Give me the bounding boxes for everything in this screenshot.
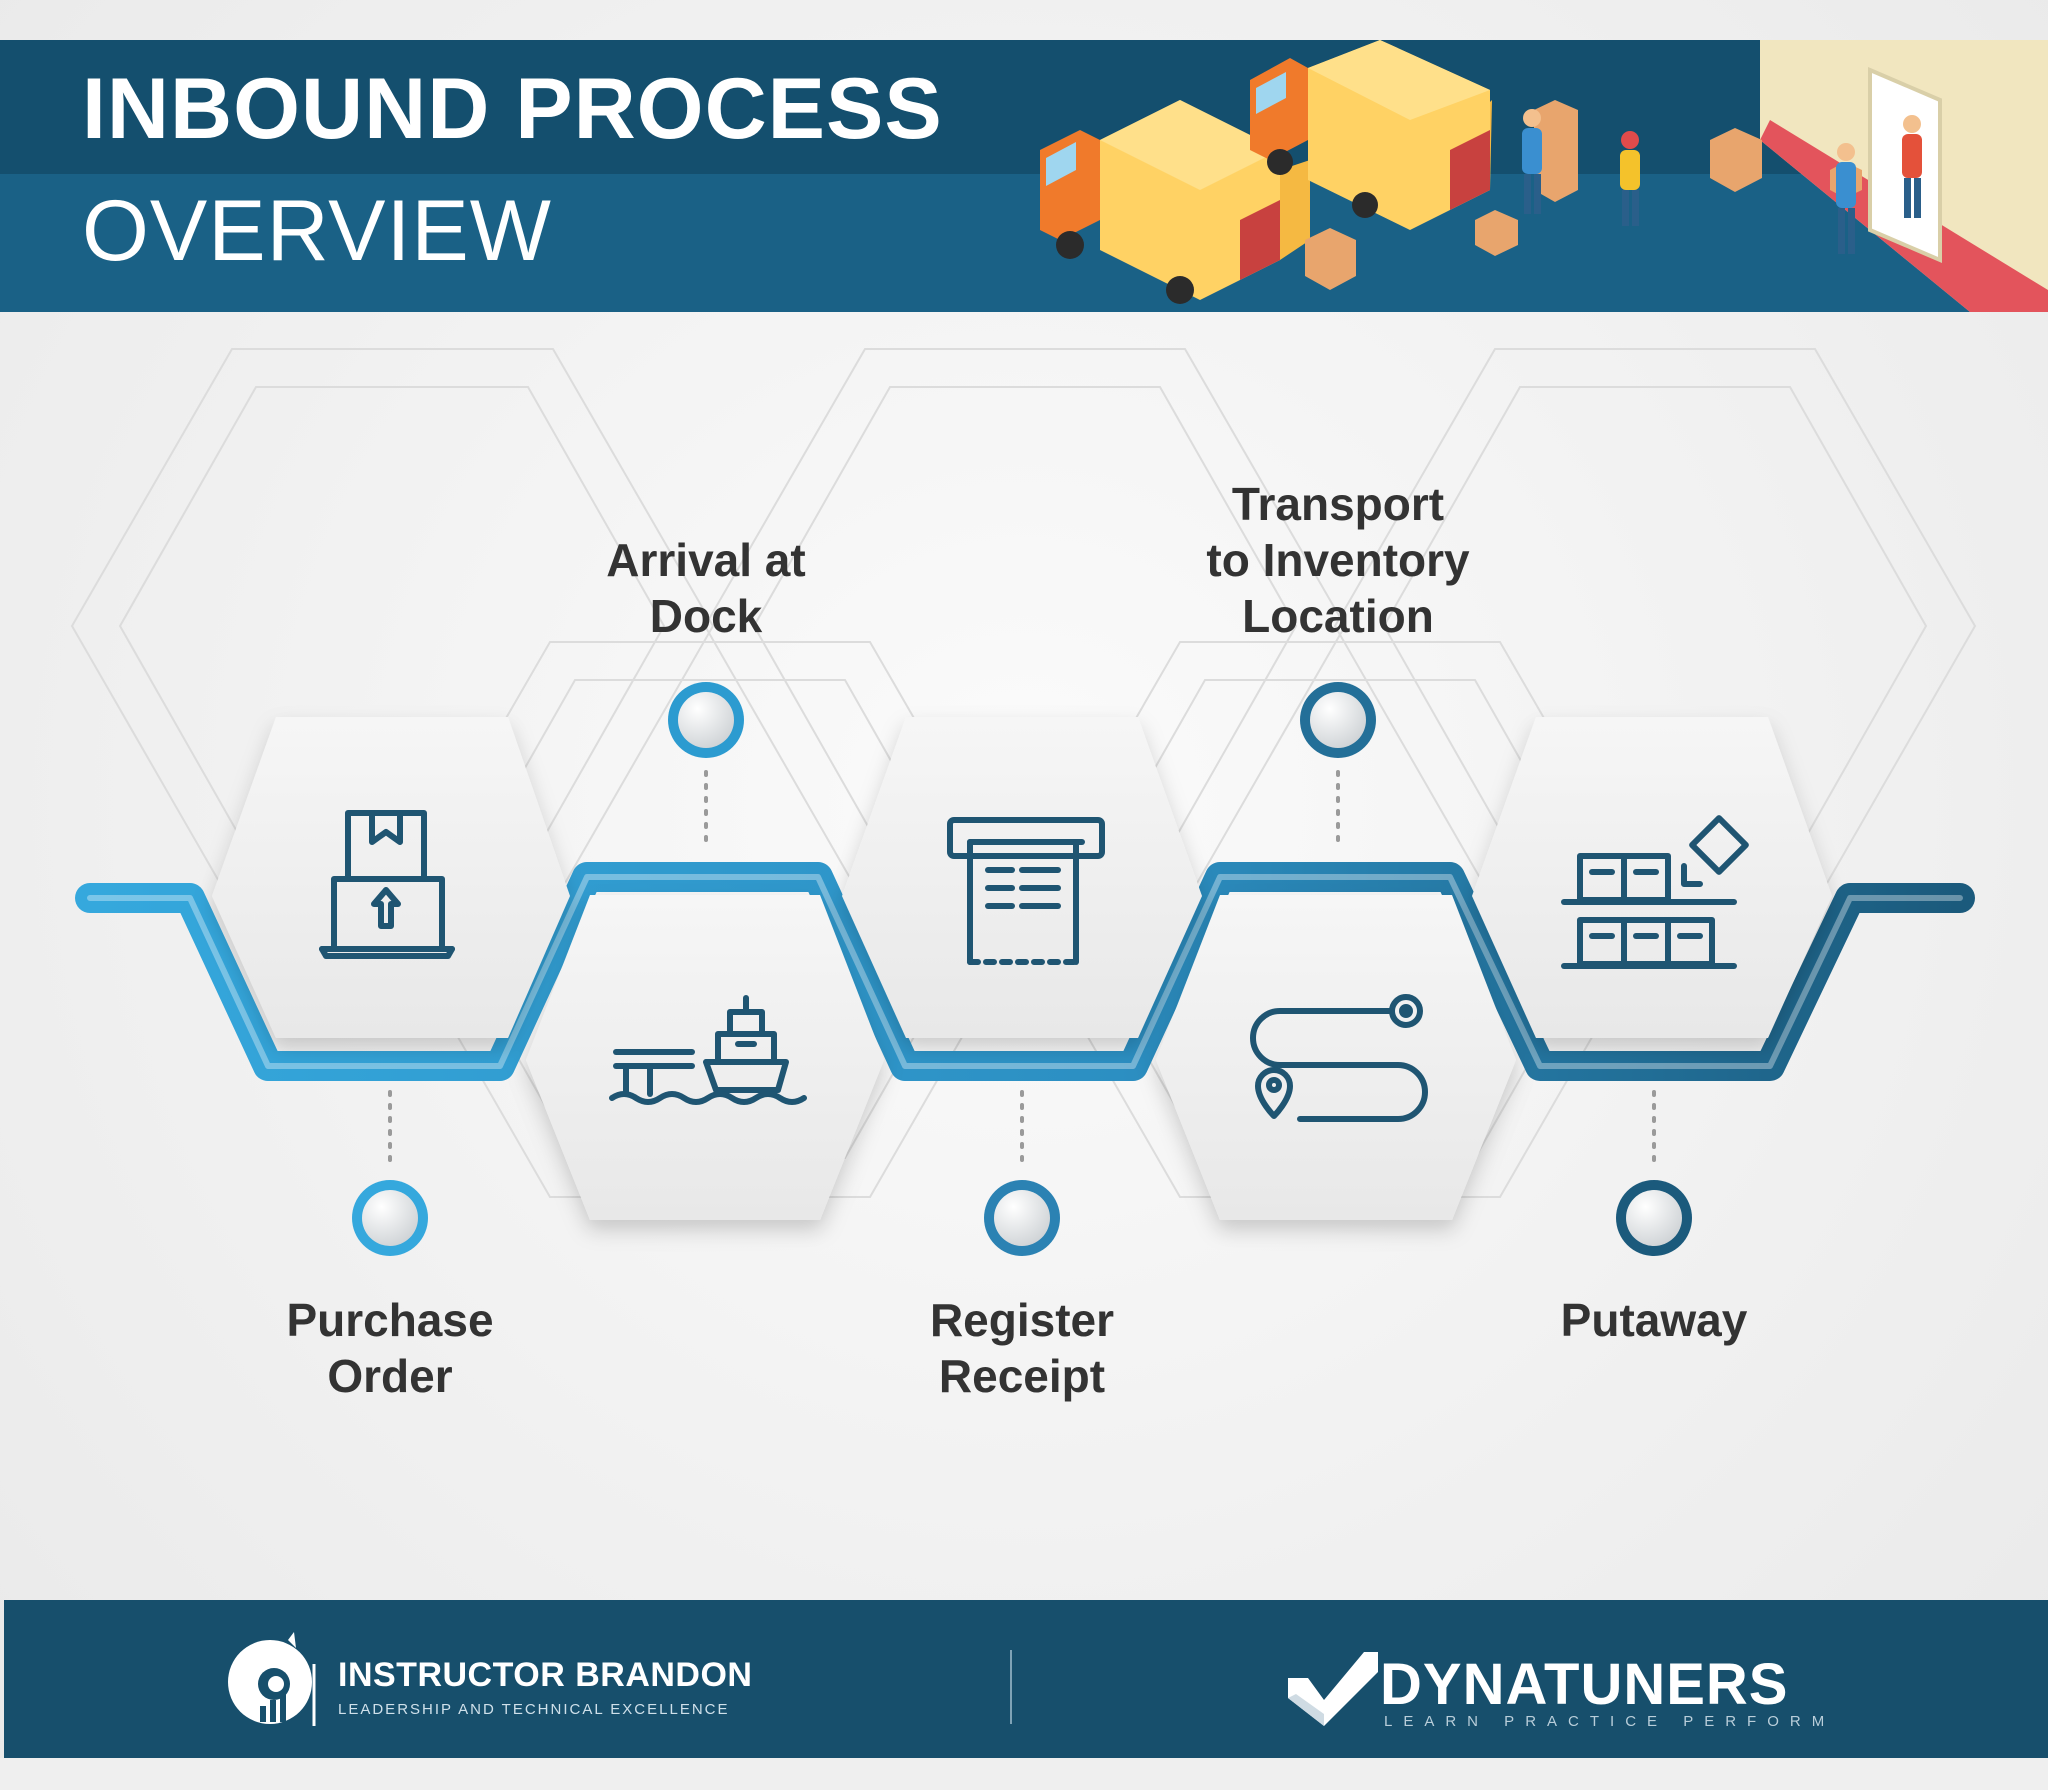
bottom-strip bbox=[0, 1758, 2048, 1790]
page-title: INBOUND PROCESS bbox=[82, 61, 943, 157]
page-subtitle: OVERVIEW bbox=[82, 183, 552, 279]
dynatuners-brand-name: DYNATUNERS bbox=[1380, 1652, 1789, 1717]
ship-at-dock-icon bbox=[609, 995, 807, 1105]
hexagon-step-2 bbox=[526, 895, 884, 1220]
step-label-putaway: Putaway bbox=[1560, 1294, 1748, 1346]
route-path-icon bbox=[1250, 994, 1428, 1122]
dotted-connectors bbox=[388, 770, 1656, 1172]
dynatuners-tagline: LEARN PRACTICE PERFORM bbox=[1384, 1713, 1836, 1730]
process-connector-path bbox=[75, 862, 1975, 1081]
truck-left bbox=[1040, 100, 1310, 304]
warehouse-workers bbox=[1522, 109, 1922, 254]
path-highlight bbox=[87, 874, 1963, 1069]
instructor-brandon-tagline: LEADERSHIP AND TECHNICAL EXCELLENCE bbox=[338, 1701, 730, 1718]
dynatuners-checkmark-logo-icon bbox=[1288, 1652, 1378, 1726]
step-marker-2 bbox=[668, 682, 744, 758]
header-banner: INBOUND PROCESS OVERVIEW bbox=[0, 40, 2048, 312]
footer-banner: INSTRUCTOR BRANDON LEADERSHIP AND TECHNI… bbox=[4, 1600, 2048, 1758]
shelf-boxes-icon bbox=[1561, 815, 1749, 969]
instructor-brandon-logo-icon bbox=[228, 1632, 316, 1726]
truck-right bbox=[1250, 40, 1492, 230]
hexagon-step-3 bbox=[842, 717, 1202, 1038]
receipt-printer-icon bbox=[947, 817, 1105, 965]
step-marker-5 bbox=[1616, 1180, 1692, 1256]
step-marker-4 bbox=[1300, 682, 1376, 758]
header-top-band bbox=[0, 40, 2048, 174]
footer-divider bbox=[1010, 1650, 1012, 1724]
laptop-upload-box-icon bbox=[319, 810, 455, 959]
instructor-brandon-name: INSTRUCTOR BRANDON bbox=[338, 1656, 753, 1694]
trucks-and-warehouse-workers-illustration bbox=[1040, 40, 2048, 312]
cardboard-boxes bbox=[1305, 100, 1862, 290]
process-diagram bbox=[70, 348, 1977, 1256]
hexagon-step-5 bbox=[1472, 717, 1832, 1038]
step-marker-3 bbox=[984, 1180, 1060, 1256]
step-marker-1 bbox=[352, 1180, 428, 1256]
hexagon-step-4 bbox=[1156, 895, 1516, 1220]
